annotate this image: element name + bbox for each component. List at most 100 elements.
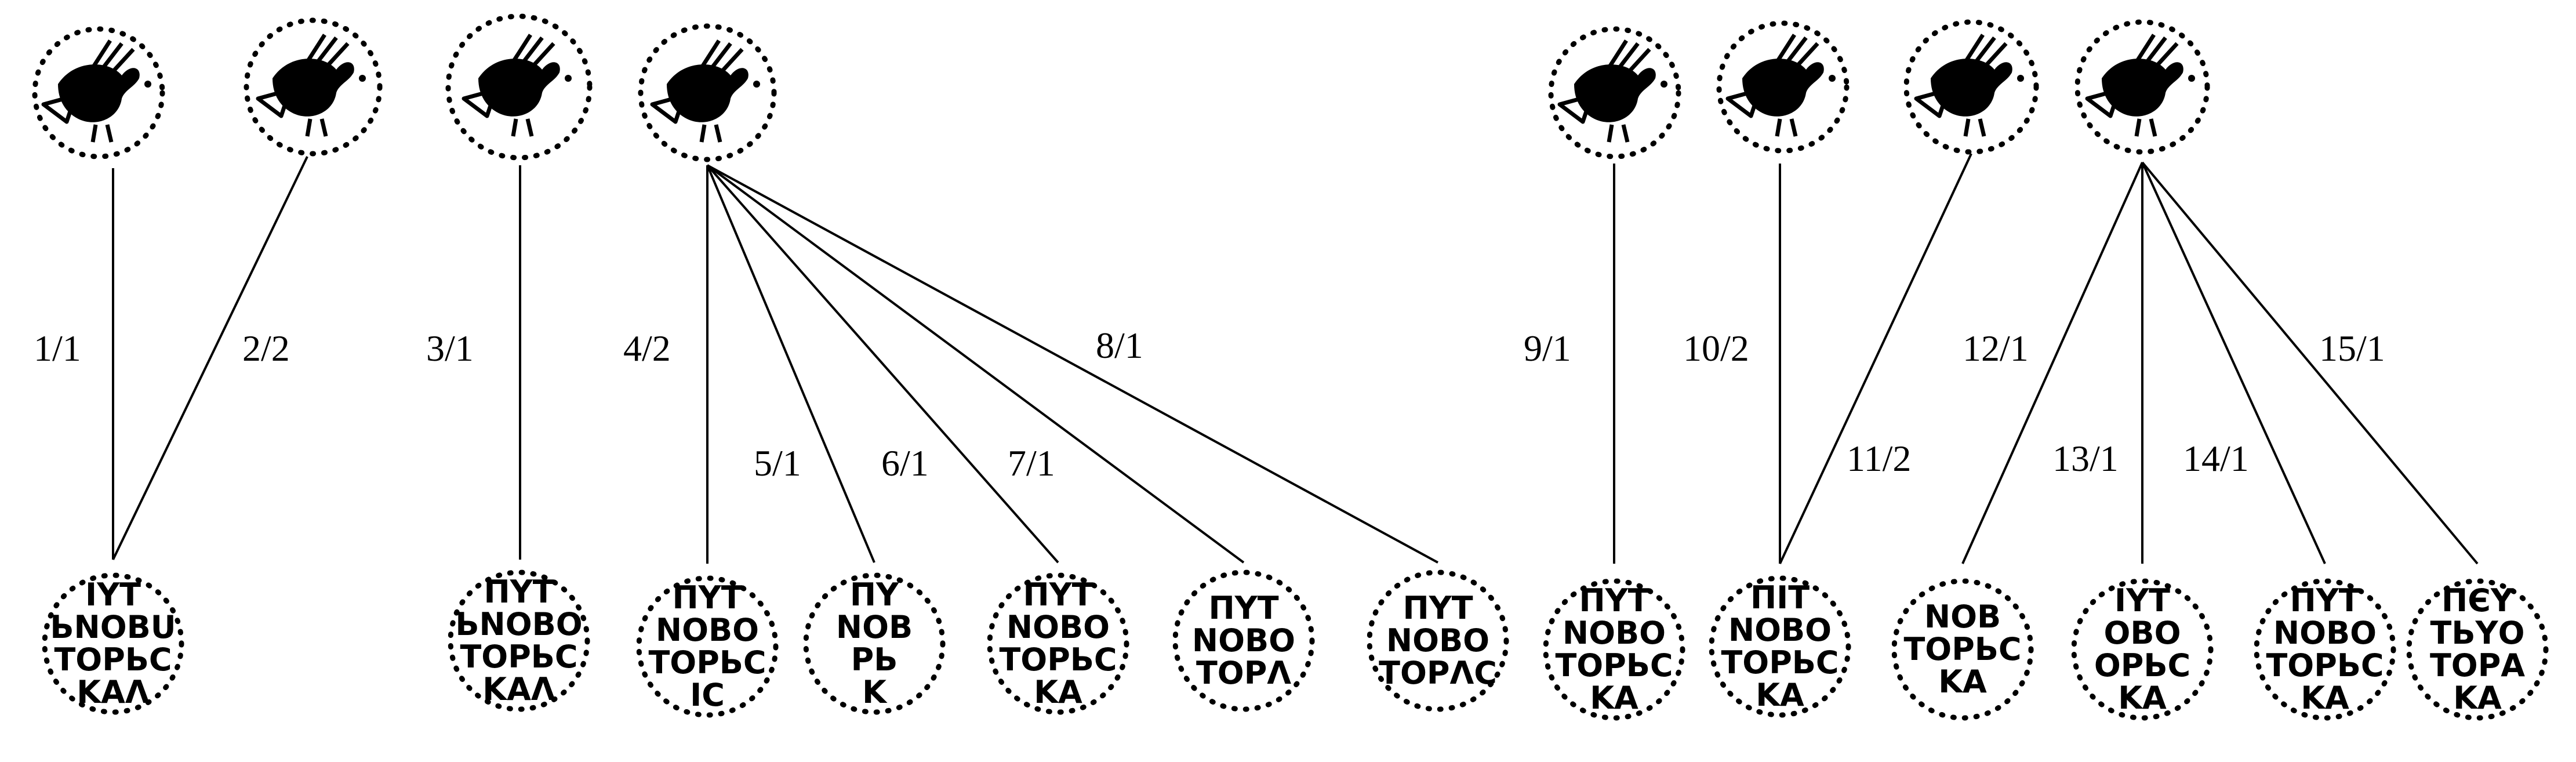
link-label: 3/1 xyxy=(426,328,474,369)
inscription-line: ПΥΤ xyxy=(484,574,554,610)
obverse-seal xyxy=(1903,19,2039,155)
inscription-line: OPЬC xyxy=(2094,647,2190,684)
bird-icon xyxy=(1728,35,1836,136)
inscription-line: ΡЬ xyxy=(851,641,898,678)
obverse-seal xyxy=(1548,26,1681,159)
obverse-seals xyxy=(32,13,2210,162)
link-line xyxy=(112,156,308,560)
inscription-line: NOBO xyxy=(1007,609,1110,645)
seal-border xyxy=(2071,578,2214,721)
obverse-seal xyxy=(244,17,383,157)
inscription-line: NOBO xyxy=(2273,615,2377,651)
link-line xyxy=(2141,162,2326,564)
bird-icon xyxy=(1560,41,1667,142)
seal-border xyxy=(2254,578,2396,721)
inscription-line: ЬNOBO xyxy=(455,606,582,643)
inscription-line: TOPΛ xyxy=(1196,655,1291,691)
inscription-line: ΚΑ xyxy=(2118,680,2167,716)
link-labels: 1/1 2/2 3/1 4/2 5/1 6/1 7/1 8/1 9/1 10/2… xyxy=(34,325,2385,484)
inscription-line: TOPЬC xyxy=(460,638,577,675)
bird-icon xyxy=(652,41,760,142)
inscription-line: ΚΑ xyxy=(2301,680,2349,716)
inscription-line: NOBO xyxy=(656,612,759,648)
obverse-seal xyxy=(2074,19,2210,155)
inscription-line: ΚΑΛ xyxy=(482,671,555,707)
inscription-line: ΚΑΛ xyxy=(77,674,150,710)
inscription-line: TЬΥΟ xyxy=(2430,615,2524,651)
link-line xyxy=(2141,161,2479,565)
inscription-line: ПΥΤ xyxy=(1579,582,1649,619)
link-label: 8/1 xyxy=(1096,325,1143,366)
inscription-line: NOBO xyxy=(1728,612,1832,648)
link-label: 7/1 xyxy=(1008,442,1055,484)
reverse-seals: ΙΥΤЬNOBUTOPЬCΚΑΛПΥΤЬNOBOTOPЬCΚΑΛПΥΤNOBOT… xyxy=(42,569,2549,721)
inscription-line: NOBO xyxy=(1386,622,1489,659)
seal-border xyxy=(42,572,184,715)
link-label: 10/2 xyxy=(1683,328,1749,369)
link-line xyxy=(706,164,1059,564)
inscription-line: NOBO xyxy=(1192,622,1295,659)
inscription-line: TOPЬC xyxy=(999,641,1117,678)
inscription-line: ПΥ xyxy=(850,576,899,613)
inscription-line: ПΥΤ xyxy=(672,579,742,616)
inscription-line: ΚΑ xyxy=(2453,680,2502,716)
link-label: 5/1 xyxy=(754,442,801,484)
inscription-line: ΙC xyxy=(690,677,725,713)
seal-border xyxy=(1891,578,2034,721)
seal-border xyxy=(1709,575,1851,718)
seal-border xyxy=(1172,569,1315,712)
link-line xyxy=(706,165,875,563)
link-label: 6/1 xyxy=(881,442,929,484)
link-lines xyxy=(112,153,2479,565)
inscription-line: ПΥΤ xyxy=(2290,582,2360,619)
inscription-line: ΙΥΤ xyxy=(85,576,141,613)
inscription-line: TOPΑ xyxy=(2430,647,2525,684)
inscription-line: ΙΥΤ xyxy=(2114,582,2170,619)
seal-border xyxy=(803,572,946,715)
inscription-line: NOB xyxy=(836,609,913,645)
link-label: 12/1 xyxy=(1963,328,2029,369)
seal-border xyxy=(1543,578,1685,721)
inscription-line: TOPЬC xyxy=(1721,644,1839,681)
link-label: 14/1 xyxy=(2183,438,2249,479)
inscription-line: TOPЬC xyxy=(54,641,172,678)
link-label: 13/1 xyxy=(2052,438,2119,479)
seal-border xyxy=(2406,578,2549,721)
link-label: 9/1 xyxy=(1524,328,1571,369)
link-line xyxy=(1961,162,2143,564)
inscription-line: Κ xyxy=(862,674,888,710)
inscription-line: TOPЬC xyxy=(648,644,766,681)
obverse-seal xyxy=(1716,20,1850,154)
seal-border xyxy=(448,569,590,712)
obverse-seal xyxy=(32,26,165,159)
bird-icon xyxy=(464,35,572,136)
inscription-line: NOBO xyxy=(1563,615,1666,651)
link-line xyxy=(1779,153,1972,564)
inscription-line: TOPЬC xyxy=(1903,631,2021,667)
inscription-line: ПΥΤ xyxy=(1403,590,1473,626)
seal-border xyxy=(636,575,779,718)
link-label: 15/1 xyxy=(2319,328,2385,369)
bird-icon xyxy=(258,35,366,136)
link-line xyxy=(706,164,1245,564)
seal-border xyxy=(1367,569,1509,712)
obverse-seal xyxy=(638,23,777,162)
inscription-line: OBO xyxy=(2104,615,2181,651)
inscription-line: TOPЬC xyxy=(1555,647,1673,684)
inscription-line: ПΥΤ xyxy=(1023,576,1093,613)
bird-icon xyxy=(2087,35,2195,136)
inscription-line: ΚΑ xyxy=(1590,680,1638,716)
inscription-line: TOPΛC xyxy=(1379,655,1497,691)
inscription-line: ΚΑ xyxy=(1938,663,1987,700)
